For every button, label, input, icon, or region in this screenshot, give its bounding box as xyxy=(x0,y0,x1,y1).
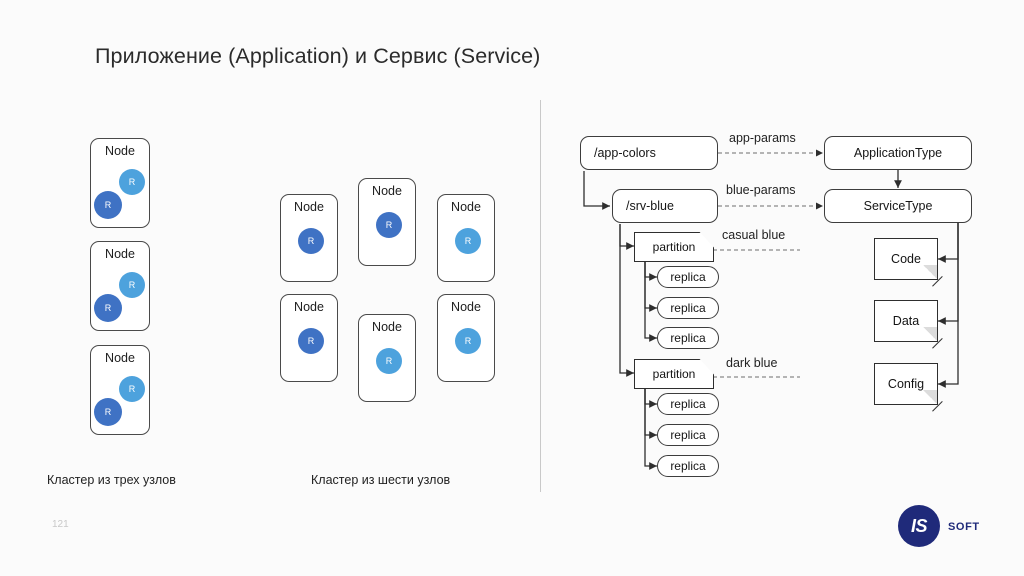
issoft-logo-icon: IS xyxy=(898,505,940,547)
page-title: Приложение (Application) и Сервис (Servi… xyxy=(95,44,541,68)
replica-pill[interactable]: replica xyxy=(657,266,719,288)
edge-label-casual-blue: casual blue xyxy=(722,228,786,242)
replica-pill[interactable]: replica xyxy=(657,455,719,477)
replica-badge-dark: R xyxy=(298,328,324,354)
replica-badge-dark: R xyxy=(376,212,402,238)
replica-badge-light: R xyxy=(119,272,145,298)
node-card[interactable]: Node R xyxy=(280,294,338,382)
tree-node-srv-blue-label: /srv-blue xyxy=(626,199,674,213)
tree-node-app-colors[interactable]: /app-colors xyxy=(580,136,718,170)
replica-badge-light: R xyxy=(119,169,145,195)
partition-box-1[interactable]: partition xyxy=(634,232,714,262)
node-label: Node xyxy=(372,184,402,198)
replica-badge-light: R xyxy=(119,376,145,402)
replica-badge-light: R xyxy=(455,228,481,254)
partition-box-2[interactable]: partition xyxy=(634,359,714,389)
replica-badge-light: R xyxy=(455,328,481,354)
tree-node-srv-blue[interactable]: /srv-blue xyxy=(612,189,718,223)
edge-label-blue-params: blue-params xyxy=(726,183,796,197)
page-fold-icon xyxy=(923,265,937,279)
node-card[interactable]: Node R xyxy=(358,314,416,402)
node-label: Node xyxy=(105,144,135,158)
page-number: 121 xyxy=(52,519,69,530)
cluster-three-caption: Кластер из трех узлов xyxy=(47,473,176,487)
edge-label-dark-blue: dark blue xyxy=(726,356,778,370)
node-label: Node xyxy=(105,351,135,365)
logo-word-label: SOFT xyxy=(948,521,980,533)
page-fold-icon xyxy=(923,390,937,404)
edge-label-app-params: app-params xyxy=(729,131,796,145)
page-fold-icon xyxy=(923,327,937,341)
node-label: Node xyxy=(105,247,135,261)
application-type-box[interactable]: ApplicationType xyxy=(824,136,972,170)
artifact-data-box[interactable]: Data xyxy=(874,300,938,342)
node-card[interactable]: Node R R xyxy=(90,345,150,435)
cluster-six-caption: Кластер из шести узлов xyxy=(311,473,451,487)
replica-badge-light: R xyxy=(376,348,402,374)
node-label: Node xyxy=(451,200,481,214)
replica-pill[interactable]: replica xyxy=(657,393,719,415)
node-card[interactable]: Node R xyxy=(280,194,338,282)
application-type-label: ApplicationType xyxy=(853,146,943,160)
node-card[interactable]: Node R xyxy=(437,294,495,382)
node-label: Node xyxy=(294,300,324,314)
artifact-code-label: Code xyxy=(891,252,921,266)
logo-mark-label: IS xyxy=(910,515,928,536)
artifact-config-label: Config xyxy=(887,377,925,391)
node-card[interactable]: Node R xyxy=(358,178,416,266)
node-label: Node xyxy=(451,300,481,314)
node-card[interactable]: Node R R xyxy=(90,138,150,228)
service-type-box[interactable]: ServiceType xyxy=(824,189,972,223)
replica-badge-dark: R xyxy=(94,398,122,426)
node-label: Node xyxy=(372,320,402,334)
vertical-divider xyxy=(540,100,541,492)
artifact-data-label: Data xyxy=(892,314,920,328)
partition-label: partition xyxy=(652,367,696,381)
replica-badge-dark: R xyxy=(298,228,324,254)
replica-badge-dark: R xyxy=(94,294,122,322)
replica-badge-dark: R xyxy=(94,191,122,219)
partition-label: partition xyxy=(652,240,696,254)
artifact-code-box[interactable]: Code xyxy=(874,238,938,280)
node-label: Node xyxy=(294,200,324,214)
node-card[interactable]: Node R R xyxy=(90,241,150,331)
artifact-config-box[interactable]: Config xyxy=(874,363,938,405)
replica-pill[interactable]: replica xyxy=(657,297,719,319)
replica-pill[interactable]: replica xyxy=(657,424,719,446)
service-type-label: ServiceType xyxy=(863,199,933,213)
tree-node-app-colors-label: /app-colors xyxy=(594,146,656,160)
replica-pill[interactable]: replica xyxy=(657,327,719,349)
node-card[interactable]: Node R xyxy=(437,194,495,282)
